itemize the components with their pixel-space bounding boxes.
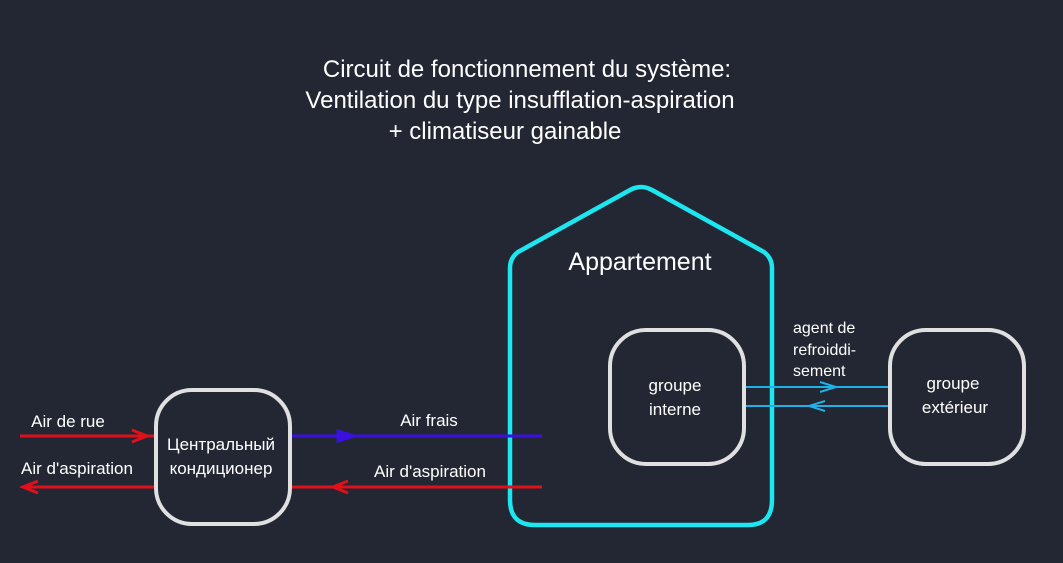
central-unit-label-1: Центральный <box>167 435 275 454</box>
central-unit-box <box>154 388 292 526</box>
street-air-label: Air de rue <box>31 412 105 431</box>
fresh-air-label: Air frais <box>400 411 458 430</box>
indoor-unit-label-2: interne <box>649 400 701 419</box>
apartment-label: Appartement <box>568 248 711 276</box>
title-line-2: Ventilation du type insufflation-aspirat… <box>305 87 734 114</box>
title-line-3: + climatiseur gainable <box>389 118 622 145</box>
arrow-right-icon <box>819 381 840 393</box>
indoor-unit-label-1: groupe <box>649 376 702 395</box>
apartment-outline <box>507 184 775 528</box>
title-line-1: Circuit de fonctionnement du système: <box>323 56 731 83</box>
refrigerant-label-3: sement <box>793 363 846 380</box>
central-unit-label-2: кондиционер <box>170 459 273 478</box>
exhaust-air-left-label: Air d'aspiration <box>21 459 133 478</box>
outdoor-unit-label-1: groupe <box>927 374 980 393</box>
arrow-right-icon <box>131 428 152 444</box>
indoor-unit-box <box>608 328 746 466</box>
arrow-left-icon <box>18 479 39 495</box>
refrigerant-label-2: refroiddi- <box>793 342 856 359</box>
outdoor-unit-box <box>888 328 1026 466</box>
arrow-left-icon <box>328 479 349 495</box>
refrigerant-label-1: agent de <box>793 320 855 337</box>
arrow-right-icon <box>336 428 360 444</box>
arrow-left-icon <box>805 400 826 412</box>
exhaust-air-right-label: Air d'aspiration <box>374 462 486 481</box>
outdoor-unit-label-2: extérieur <box>922 398 988 417</box>
